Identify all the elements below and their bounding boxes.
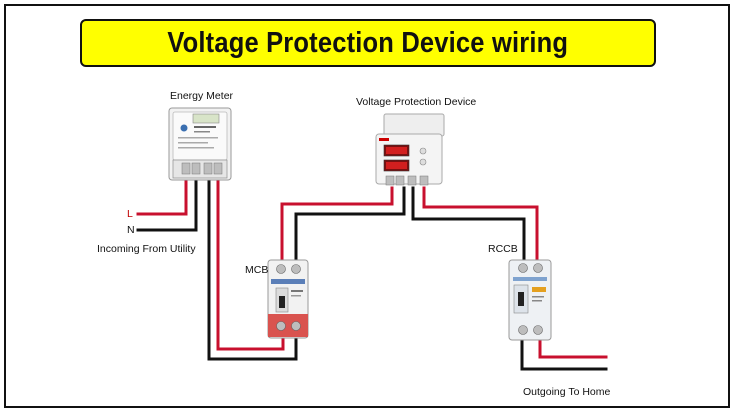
vpd-label: Voltage Protection Device [356,96,477,108]
live-label: L [127,208,133,220]
wires [136,174,608,371]
diagram-title: Voltage Protection Device wiring [167,26,569,59]
rccb-toggle-handle [518,292,524,306]
meter-display [192,113,220,124]
incoming-neutral-wire [136,174,198,232]
mcb-breaker [267,259,309,339]
outgoing-label: Outgoing To Home [523,386,611,398]
incoming-live-wire [136,174,188,216]
energy-meter [168,107,232,181]
diagram-frame [4,4,730,408]
neutral-label: N [127,224,135,236]
meter-to-mcb-live-wire [216,174,285,351]
meter-indicator-icon [180,124,188,132]
outgoing-live-wire [538,335,608,359]
title-banner: Voltage Protection Device wiring [80,19,656,67]
rccb-breaker [508,259,552,341]
voltage-protection-device [375,113,445,186]
vpd-to-rccb-live-wire [422,186,539,265]
vpd-to-rccb-neutral-wire [411,186,526,265]
mcb-toggle-handle [279,296,285,308]
meter-to-mcb-neutral-wire [207,174,298,361]
mcb-label: MCB [245,264,269,276]
energy-meter-label: Energy Meter [170,90,234,102]
rccb-label: RCCB [488,243,518,255]
incoming-label: Incoming From Utility [97,243,196,255]
outgoing-neutral-wire [520,335,608,371]
mcb-to-vpd-neutral-wire [294,186,406,264]
mcb-to-vpd-live-wire [280,186,394,264]
